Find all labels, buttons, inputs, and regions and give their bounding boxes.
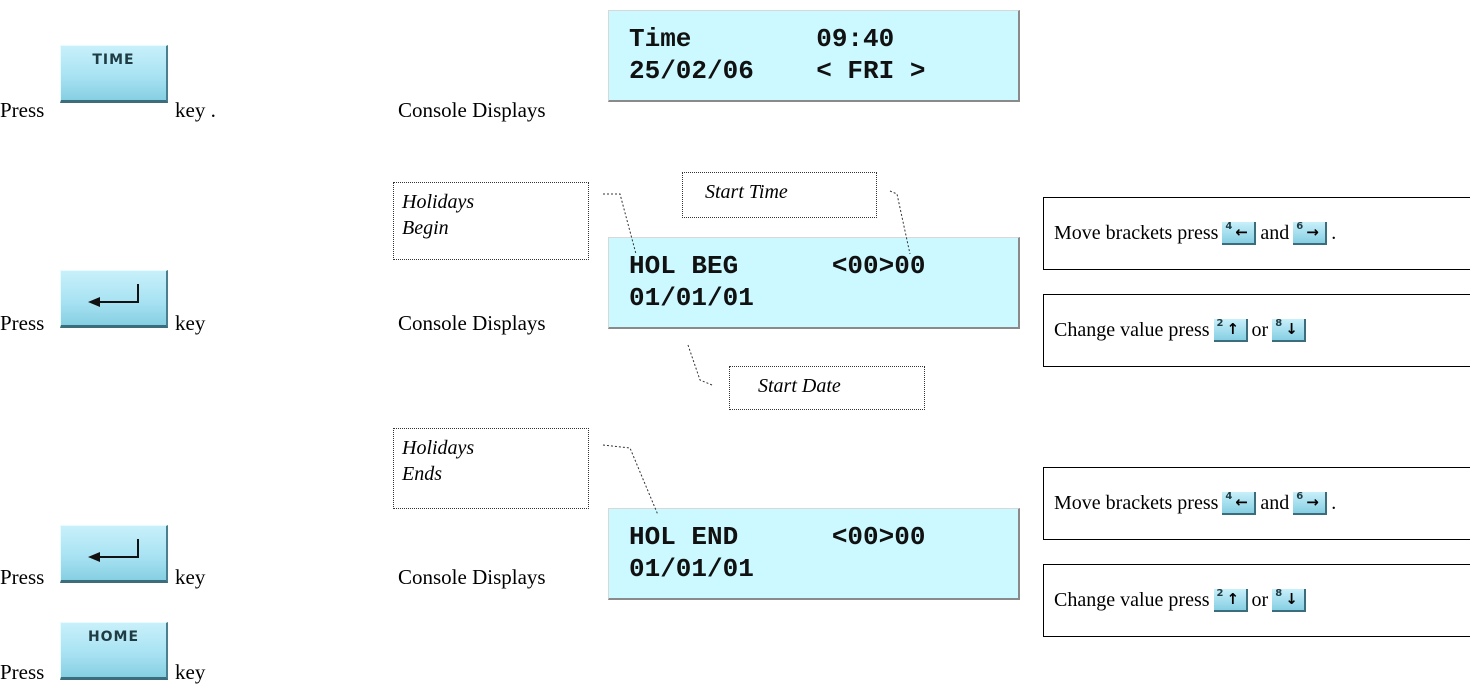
keycap-num: 6 [1296,221,1304,232]
note-start-time: Start Time [682,172,877,218]
step1-console-text: Console Displays [398,98,546,122]
arrow-left-icon: ← [1235,223,1248,241]
enter-key[interactable] [60,525,168,583]
step4-press-text: Press [0,660,45,684]
keycap-num: 2 [1216,318,1224,329]
lcd-line2: 25/02/06 < FRI > [629,56,926,86]
lcd-line2: 01/01/01 [629,283,754,313]
right-arrow-key[interactable]: 6→ [1293,491,1328,515]
instr-mid: and [1260,492,1290,514]
up-arrow-key[interactable]: 2↑ [1213,588,1248,612]
step4-key-suffix: key [175,660,206,684]
lcd-line1: HOL BEG <00>00 [629,251,926,281]
arrow-up-icon: ↑ [1226,590,1240,608]
step2-console-text: Console Displays [398,311,546,335]
keycap-num: 4 [1225,221,1233,232]
arrow-up-icon: ↑ [1226,320,1240,338]
home-key[interactable]: HOME [60,622,168,680]
instr-mid: or [1251,589,1269,611]
enter-key[interactable] [60,270,168,328]
step1-press-text: Press [0,98,45,122]
arrow-left-icon: ← [1235,493,1248,511]
note-holidays-ends: Holidays Ends [393,428,589,509]
left-arrow-key[interactable]: 4← [1222,221,1257,245]
instruction-change-value-1: Change value press 2↑ or 8↓ [1043,294,1470,367]
instr-suffix: . [1331,492,1337,514]
enter-arrow-icon [88,539,139,562]
enter-arrow-icon [88,284,139,307]
note-line: Start Date [758,375,841,397]
step2-press-text: Press [0,311,45,335]
instr-prefix: Move brackets press [1054,492,1219,514]
instr-prefix: Change value press [1054,319,1210,341]
note-line: Holidays [402,191,475,213]
arrow-right-icon: → [1306,223,1319,241]
console-display-hol-beg: HOL BEG <00>00 01/01/01 [608,237,1020,329]
keycap-num: 6 [1296,491,1304,502]
keycap-num: 8 [1275,588,1283,599]
instruction-move-brackets-1: Move brackets press 4← and 6→ . [1043,197,1470,270]
arrow-down-icon: ↓ [1285,590,1298,608]
console-display-time: Time 09:40 25/02/06 < FRI > [608,10,1020,102]
instruction-change-value-2: Change value press 2↑ or 8↓ [1043,564,1470,637]
lcd-line1: HOL END <00>00 [629,522,926,552]
keycap-num: 4 [1225,491,1233,502]
keycap-num: 2 [1216,588,1224,599]
instruction-move-brackets-2: Move brackets press 4← and 6→ . [1043,467,1470,540]
up-arrow-key[interactable]: 2↑ [1213,318,1248,342]
instr-prefix: Change value press [1054,589,1210,611]
arrow-right-icon: → [1306,493,1319,511]
arrow-down-icon: ↓ [1285,320,1298,338]
lcd-line2: 01/01/01 [629,554,754,584]
note-start-date: Start Date [729,366,925,410]
step3-key-suffix: key [175,565,206,589]
note-line: Begin [402,217,449,239]
time-key[interactable]: TIME [60,45,168,103]
instr-mid: or [1251,319,1269,341]
right-arrow-key[interactable]: 6→ [1293,221,1328,245]
home-key-label: HOME [87,629,140,645]
keycap-num: 8 [1275,318,1283,329]
console-display-hol-end: HOL END <00>00 01/01/01 [608,508,1020,600]
note-line: Ends [402,463,442,485]
instr-mid: and [1260,222,1290,244]
note-holidays-begin: Holidays Begin [393,182,589,260]
time-key-label: TIME [92,52,135,68]
left-arrow-key[interactable]: 4← [1222,491,1257,515]
instr-prefix: Move brackets press [1054,222,1219,244]
note-line: Holidays [402,437,475,459]
note-line: Start Time [705,181,788,203]
step3-console-text: Console Displays [398,565,546,589]
step2-key-suffix: key [175,311,206,335]
step1-key-suffix: key . [175,98,216,122]
step3-press-text: Press [0,565,45,589]
down-arrow-key[interactable]: 8↓ [1272,588,1307,612]
instr-suffix: . [1331,222,1337,244]
down-arrow-key[interactable]: 8↓ [1272,318,1307,342]
lcd-line1: Time 09:40 [629,24,895,54]
